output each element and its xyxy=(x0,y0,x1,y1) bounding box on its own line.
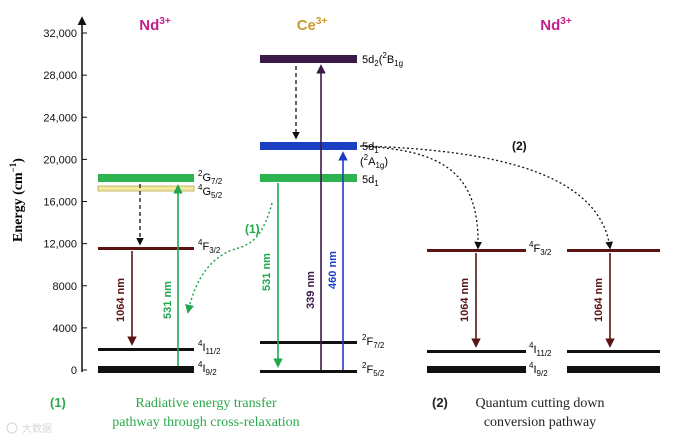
level-nd-4i112-right-b xyxy=(567,350,660,353)
caption-left-number: (1) xyxy=(50,395,66,410)
arrow-pathway-2b xyxy=(361,145,614,250)
label-339-ce: 339 nm xyxy=(305,271,317,309)
level-nd-4g52 xyxy=(97,185,195,192)
label-1064-right-a: 1064 nm xyxy=(459,278,471,322)
y-tick-label: 32,000 xyxy=(43,28,77,40)
caption-right-number: (2) xyxy=(432,395,448,410)
nd-right-levels xyxy=(427,249,660,373)
y-axis-ticks: 0 4000 8000 12,000 16,000 20,000 24,000 28,000 3… xyxy=(43,28,87,377)
label-nd-4i92-left: 4I9/2 xyxy=(198,360,217,377)
watermark-icon xyxy=(6,422,18,434)
y-tick-label: 24,000 xyxy=(43,112,77,124)
level-nd-4f32-right-a xyxy=(427,249,526,252)
y-axis-label: Energy (cm−1) xyxy=(8,158,26,242)
caption-left-line1: Radiative energy transfer xyxy=(135,396,277,411)
arrow-pathway-2a xyxy=(359,145,483,250)
label-nd-4i92-right: 4I9/2 xyxy=(529,361,548,378)
arrow-pathway-1 xyxy=(185,202,273,314)
y-tick-label: 16,000 xyxy=(43,197,77,209)
watermark: 大数据 xyxy=(6,422,52,435)
label-nd-4g52: 4G5/2 xyxy=(198,183,223,200)
label-ce-5d1-blue: 5d1 xyxy=(362,141,379,155)
header-nd-right: Nd3+ xyxy=(540,16,572,34)
marker-pathway-2: (2) xyxy=(512,139,527,153)
label-nd-4i112-right: 4I11/2 xyxy=(529,341,552,358)
caption-right-line2: conversion pathway xyxy=(484,415,596,430)
ce-levels xyxy=(260,55,357,373)
header-nd-left: Nd3+ xyxy=(139,16,171,34)
caption-left-line2: pathway through cross-relaxation xyxy=(112,415,299,430)
y-tick-label: 12,000 xyxy=(43,239,77,251)
level-ce-5d1-green xyxy=(260,174,357,182)
marker-pathway-1: (1) xyxy=(245,222,260,236)
level-nd-2g72 xyxy=(98,174,194,182)
label-nd-2g72: 2G7/2 xyxy=(198,169,223,186)
level-ce-5d1-blue xyxy=(260,142,357,150)
label-nd-4i112-left: 4I11/2 xyxy=(198,339,221,356)
level-nd-4i92-right-b xyxy=(567,366,660,373)
y-tick-label: 20,000 xyxy=(43,154,77,166)
watermark-text: 大数据 xyxy=(22,422,52,435)
label-nd-4f32-left: 4F3/2 xyxy=(198,238,221,255)
level-ce-2f52 xyxy=(260,370,357,373)
label-460-ce: 460 nm xyxy=(327,251,339,289)
label-ce-2f52: 2F5/2 xyxy=(362,361,385,378)
label-ce-2f72: 2F7/2 xyxy=(362,333,385,350)
y-tick-label: 8000 xyxy=(53,281,77,293)
label-1064-right-b: 1064 nm xyxy=(593,278,605,322)
label-ce-5d1-term: (2A1g) xyxy=(360,153,388,170)
level-nd-4i112-left xyxy=(98,348,194,351)
level-nd-4i92-right-a xyxy=(427,366,526,373)
label-531-ce: 531 nm xyxy=(261,253,273,291)
label-nd-4f32-right: 4F3/2 xyxy=(529,240,552,257)
y-tick-label: 4000 xyxy=(53,323,77,335)
header-ce: Ce3+ xyxy=(297,16,328,34)
y-tick-label: 0 xyxy=(71,365,77,377)
caption-right-line1: Quantum cutting down xyxy=(475,396,604,411)
label-ce-5d2: 5d2(2B1g xyxy=(362,51,403,68)
level-nd-4f32-left xyxy=(98,247,194,250)
level-nd-4i92-left xyxy=(98,366,194,373)
label-1064-left: 1064 nm xyxy=(115,278,127,322)
nd-left-levels xyxy=(97,174,195,373)
level-ce-5d2 xyxy=(260,55,357,63)
y-tick-label: 28,000 xyxy=(43,70,77,82)
level-nd-4i112-right-a xyxy=(427,350,526,353)
label-531-left: 531 nm xyxy=(162,281,174,319)
label-ce-5d1-green: 5d1 xyxy=(362,174,379,188)
level-nd-4f32-right-b xyxy=(567,249,660,252)
level-ce-2f72 xyxy=(260,341,357,344)
y-axis: 0 4000 8000 12,000 16,000 20,000 24,000 28,000 3… xyxy=(8,16,87,377)
